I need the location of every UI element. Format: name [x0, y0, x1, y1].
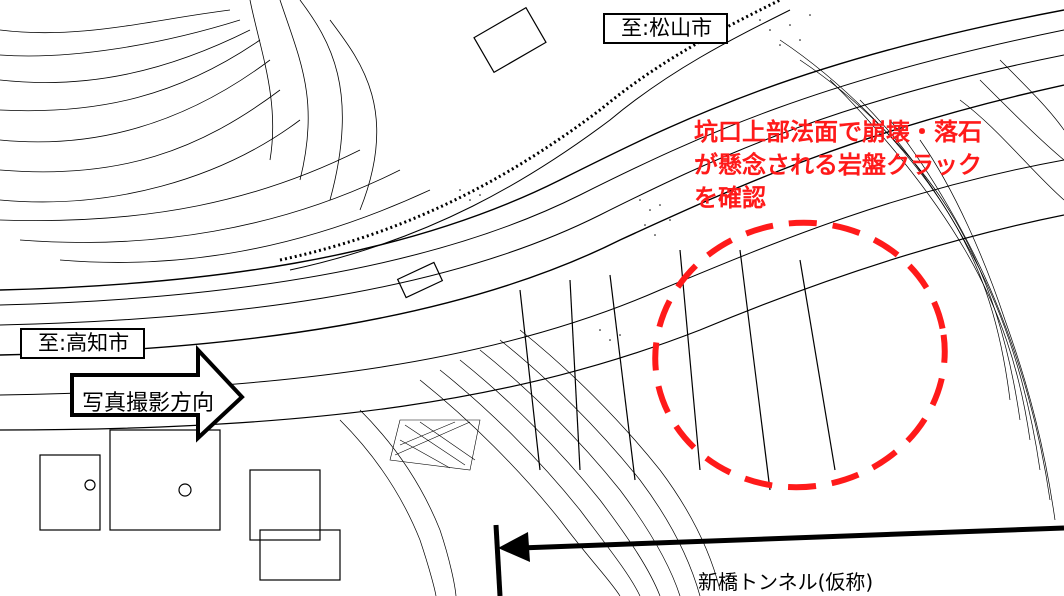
contour-lines: [0, 0, 431, 263]
annotation-line-3: を確認: [694, 184, 766, 212]
destination-kochi-label: 至:高知市: [20, 328, 146, 359]
hatched-areas: [389, 419, 481, 471]
destination-matsuyama-label: 至:松山市: [603, 13, 729, 44]
annotation-line-1: 坑口上部法面で崩壊・落石: [694, 118, 982, 146]
rock-crack-annotation: 坑口上部法面で崩壊・落石 が懸念される岩盤クラック を確認: [694, 116, 982, 215]
retaining-wall-lines: [519, 249, 836, 491]
structures: [39, 6, 547, 581]
annotation-line-2: が懸念される岩盤クラック: [694, 151, 982, 179]
tunnel-pointer-arrow: [493, 524, 1064, 596]
photo-direction-label: 写真撮影方向: [82, 391, 215, 416]
photo-direction-arrow: [70, 344, 245, 443]
tunnel-name-label: 新橋トンネル(仮称): [698, 570, 874, 594]
slope-contours: [339, 39, 1064, 596]
stipple-areas: [459, 14, 811, 341]
